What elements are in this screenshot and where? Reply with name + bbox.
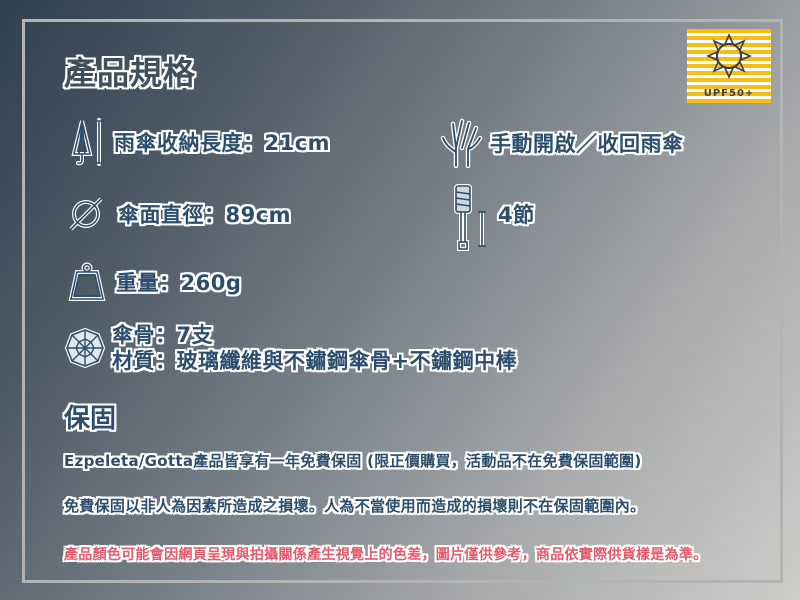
spec-folded-length: 雨傘收納長度：21cm <box>70 118 330 166</box>
upf-label: UPF50+ <box>703 88 755 99</box>
spec-operation: 手動開啟／收回雨傘 <box>440 118 684 168</box>
sections-text: 4節 <box>498 203 535 227</box>
ribs-text: 傘骨：7支 <box>112 323 214 347</box>
weight-text: 重量：260g <box>116 271 242 295</box>
spec-sections: 4節 <box>452 184 535 252</box>
content-frame <box>22 19 783 583</box>
hand-icon <box>440 118 483 168</box>
spec-weight: 重量：260g <box>68 262 241 302</box>
color-disclaimer: 產品顏色可能會因網頁呈現與拍攝關係產生視覺上的色差，圖片僅供參考，商品依實際供貨… <box>64 547 708 563</box>
weight-icon <box>68 262 106 301</box>
spec-ribs-material: 傘骨：7支 材質：玻璃纖維與不鏽鋼傘骨+不鏽鋼中棒 <box>64 322 517 374</box>
material-text: 材質：玻璃纖維與不鏽鋼傘骨+不鏽鋼中棒 <box>112 349 518 373</box>
telescopic-shaft-icon <box>454 184 486 251</box>
spec-diameter: 傘面直徑：89cm <box>68 196 291 232</box>
sun-icon <box>706 33 752 79</box>
page-title: 產品規格 <box>64 54 197 92</box>
operation-text: 手動開啟／收回雨傘 <box>490 132 684 156</box>
folded-length-text: 雨傘收納長度：21cm <box>114 131 331 155</box>
umbrella-ribs-icon <box>64 327 106 369</box>
diameter-icon <box>69 197 103 231</box>
umbrella-closed-icon <box>71 118 104 166</box>
warranty-title: 保固 <box>64 404 117 434</box>
diameter-text: 傘面直徑：89cm <box>118 203 292 227</box>
warranty-line-2: 免費保固以非人為因素所造成之損壞。人為不當使用而造成的損壞則不在保固範圍內。 <box>64 497 646 515</box>
warranty-line-1: Ezpeleta/Gotta產品皆享有一年免費保固 (限正價購買，活動品不在免費… <box>64 452 642 470</box>
upf-badge: UPF50+ <box>687 29 771 103</box>
